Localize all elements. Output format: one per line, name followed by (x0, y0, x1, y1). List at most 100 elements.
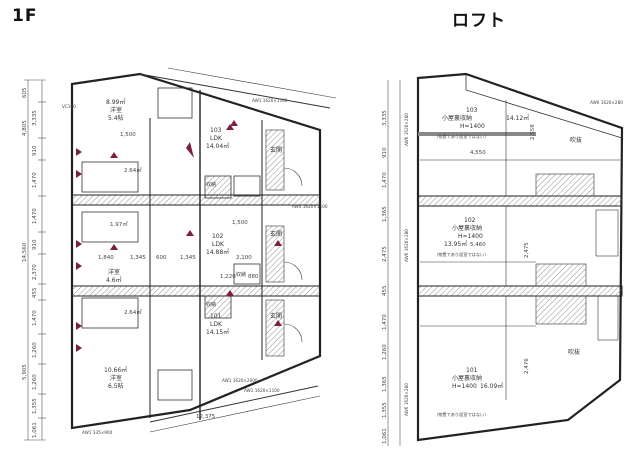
loft102-height: H=1400 (458, 233, 483, 240)
unit103-number: 103 (210, 127, 222, 134)
loft103-area: 14.12㎡ (506, 114, 529, 122)
first-floor-heading: 1F (12, 6, 38, 26)
loft-side-dim-2: 2,475 (524, 242, 530, 258)
loft-dim-left-10: 1,355 (382, 402, 388, 418)
loft-plan: 3,335 910 1,470 1,365 2,475 455 1,470 1,… (382, 72, 623, 446)
loft-side-dim-1: 2,558 (530, 124, 536, 140)
loft103-atrium: 吹抜 (570, 136, 582, 144)
loft-dim-left-5: 2,475 (382, 246, 388, 262)
unit102-bedroom-area: 4.6㎡ (106, 276, 122, 284)
unit103-bedroom-jo: 5.4帖 (108, 114, 124, 122)
dim-left-13: 5,905 (22, 364, 28, 380)
dim-left-15: 1,355 (32, 398, 38, 414)
loft-window-3: AW6 1620×280 (404, 383, 409, 416)
loft103-height: H=1400 (460, 123, 485, 130)
dim-left-9: 2,370 (32, 264, 38, 280)
loft-dim-left-2: 910 (382, 147, 388, 158)
loft-dim-left-1: 3,335 (382, 110, 388, 126)
dim-left-5: 1,470 (32, 172, 38, 188)
loft101-number: 101 (466, 367, 478, 374)
unit102-bedroom-name: 洋室 (108, 268, 120, 276)
window-label-1: AW1 1620×1100 (252, 98, 288, 103)
loft103-note: （物置であり居室ではない） (434, 133, 488, 140)
dim-left-8: 910 (32, 239, 38, 250)
loft102-width: 5,460 (470, 242, 486, 248)
dim-left-1: 605 (22, 87, 28, 98)
loft-window-2: AW6 1620×280 (404, 229, 409, 262)
dim-interior-9: 1,345 (180, 255, 196, 261)
loft-dim-left-7: 1,470 (382, 314, 388, 330)
dim-left-6: 14,560 (22, 242, 28, 262)
dim-interior-11: 1,220 (220, 274, 236, 280)
loft-dim-left-9: 1,365 (382, 376, 388, 392)
window-label-5: AW1 335×900 (82, 430, 113, 435)
dim-interior-3: 1.97㎡ (110, 220, 128, 228)
unit102-ldk-area: 14.88㎡ (206, 248, 229, 256)
loft-dim-left-4: 1,365 (382, 206, 388, 222)
dim-interior-10: 2,100 (236, 255, 252, 261)
unit103-storage: 収納 (206, 181, 216, 188)
dim-interior-5: 2.64㎡ (124, 308, 142, 316)
first-floor-plan: 605 3,335 4,805 910 1,470 14,560 1,470 9… (22, 67, 337, 441)
window-label-4: AW1 1620×1100 (244, 388, 280, 393)
unit102-entrance: 玄関 (270, 230, 282, 238)
loft101-height: H=1400 (452, 383, 477, 390)
unit101-entrance: 玄関 (270, 312, 282, 320)
dim-interior-6: 1,840 (98, 255, 114, 261)
unit103-entrance: 玄関 (270, 146, 282, 154)
dim-left-3: 4,805 (22, 120, 28, 136)
loft101-title: 小屋裏収納 (452, 374, 482, 382)
loft-window-4: AW6 1620×280 (590, 100, 623, 105)
unit101-storage: 収納 (236, 271, 246, 278)
dim-interior-2: 2.64㎡ (124, 166, 142, 174)
dim-left-16: 1,061 (32, 422, 38, 438)
loft103-number: 103 (466, 107, 478, 114)
loft101-area: 16.09㎡ (480, 382, 503, 390)
unit101-ldk-area: 14.15㎡ (206, 328, 229, 336)
loft102-title: 小屋裏収納 (452, 224, 482, 232)
dim-left-11: 1,470 (32, 310, 38, 326)
loft101-note: （物置であり居室ではない） (434, 411, 488, 418)
unit102-number: 102 (212, 233, 224, 240)
loft102-area: 13.95㎡ (444, 240, 467, 248)
loft-dim-left-11: 1,061 (382, 428, 388, 444)
loft-dim-left-8: 1,260 (382, 344, 388, 360)
dim-interior-4: 1,500 (232, 220, 248, 226)
dim-interior-8: 600 (156, 255, 167, 261)
unit103-bedroom-name: 洋室 (110, 106, 122, 114)
dim-interior-1: 1,500 (120, 132, 136, 138)
unit101-bedroom-jo: 6.5帖 (108, 382, 124, 390)
unit103-ldk: LDK (210, 135, 223, 142)
unit102-storage: 収納 (206, 301, 216, 308)
unit101-bedroom-area: 10.66㎡ (104, 366, 127, 374)
loft-side-dim-3: 2,476 (524, 358, 530, 374)
loft101-atrium: 吹抜 (568, 348, 580, 356)
loft102-number: 102 (464, 217, 476, 224)
loft-dim-left-6: 455 (382, 285, 388, 296)
unit101-ldk: LDK (210, 321, 223, 328)
loft-heading: ロフト (452, 11, 506, 31)
window-label-2: AW4 1620×1100 (292, 204, 328, 209)
dim-left-2: 3,335 (32, 110, 38, 126)
loft-dim-left-3: 1,470 (382, 172, 388, 188)
dim-left-12: 1,260 (32, 342, 38, 358)
unit103-ldk-area: 14.04㎡ (206, 142, 229, 150)
unit101-number: 101 (210, 313, 222, 320)
dim-interior-12: 880 (248, 274, 259, 280)
loft102-note: （物置であり居室ではない） (434, 251, 488, 258)
dim-left-7: 1,470 (32, 208, 38, 224)
loft103-width: 4,550 (470, 150, 486, 156)
dim-left-10: 455 (32, 287, 38, 298)
dim-interior-7: 1,345 (130, 255, 146, 261)
dim-left-14: 1,260 (32, 374, 38, 390)
dim-bottom: 12,375 (196, 414, 216, 420)
unit103-bedroom-area: 8.99㎡ (106, 98, 125, 106)
loft-window-1: AW6 1620×280 (404, 113, 409, 146)
loft103-title: 小屋裏収納 (442, 114, 472, 122)
unit101-bedroom-name: 洋室 (110, 374, 122, 382)
dim-left-4: 910 (32, 145, 38, 156)
window-label-3: AW1 1620×2000 (222, 378, 258, 383)
unit102-ldk: LDK (212, 241, 225, 248)
window-label-6: VC100 (62, 104, 76, 109)
